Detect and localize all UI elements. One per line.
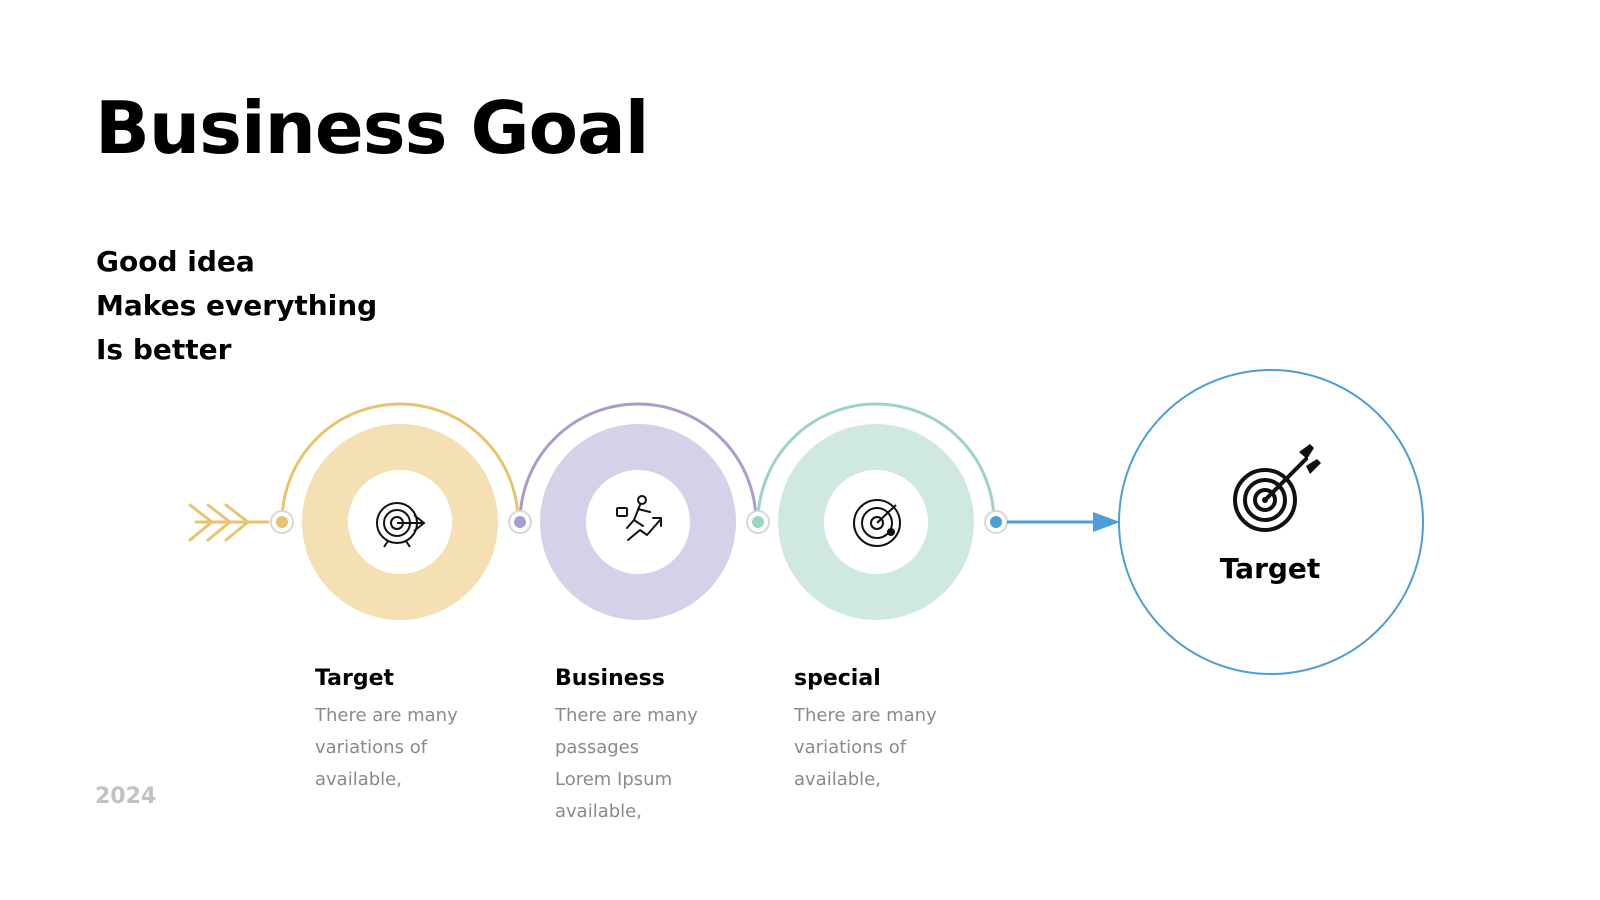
subtitle-line: Good idea (96, 245, 255, 278)
description-line: Lorem Ipsum (555, 769, 673, 790)
year-label: 2024 (95, 784, 157, 809)
goal-label: Target (1219, 552, 1321, 585)
businessman-growth-icon (616, 495, 662, 541)
step-label: special (794, 666, 881, 691)
step-description: There are many passages Lorem Ipsum avai… (555, 700, 755, 828)
description-line: variations of (794, 737, 907, 758)
description-line: There are many (794, 705, 937, 726)
step-node-1 (270, 402, 520, 620)
description-line: available, (315, 769, 402, 790)
description-line: There are many (555, 705, 698, 726)
description-line: variations of (315, 737, 428, 758)
description-line: There are many (315, 705, 458, 726)
step-node-2 (508, 402, 758, 620)
step-label: Target (315, 666, 395, 691)
step-description: There are many variations of available, (315, 700, 515, 796)
subtitle-block: Good idea Makes everything Is better (96, 240, 377, 372)
step-description: There are many variations of available, (794, 700, 994, 796)
slide-title: Business Goal (95, 86, 649, 170)
bullseye-arrow-icon (1233, 444, 1321, 532)
description-line: available, (794, 769, 881, 790)
description-line: passages (555, 737, 640, 758)
goal-node (1118, 369, 1424, 675)
radar-icon (853, 499, 901, 547)
target-arrow-icon (376, 502, 426, 548)
step-node-3 (746, 402, 996, 620)
description-line: available, (555, 801, 642, 822)
start-chevrons-icon (188, 503, 270, 542)
connector-arrow (1007, 512, 1120, 532)
subtitle-line: Makes everything (96, 289, 378, 322)
step-label: Business (555, 666, 665, 691)
subtitle-line: Is better (96, 333, 232, 366)
